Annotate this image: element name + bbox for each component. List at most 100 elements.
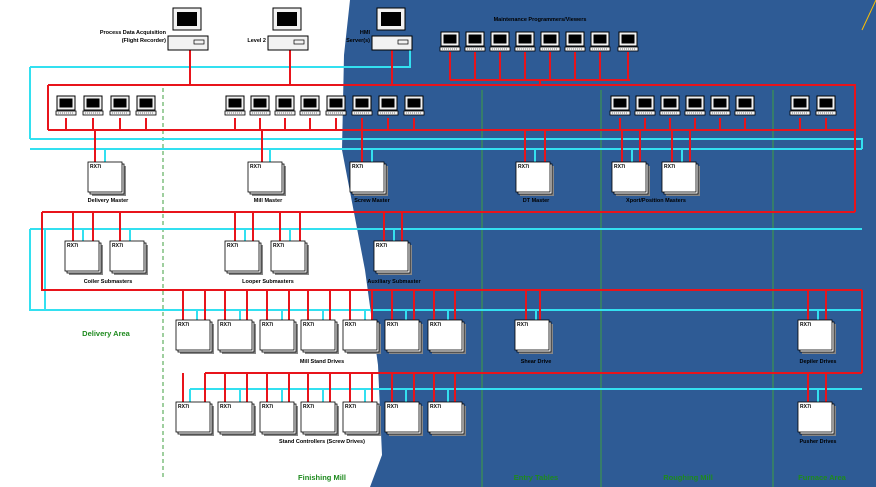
monitor-icon — [789, 95, 811, 116]
depiler-drives-label: Depiler Drives — [800, 359, 837, 365]
controller-tag: RX7i — [430, 404, 442, 410]
controller-tag: RX7i — [303, 322, 315, 328]
controller-tag: RX7i — [273, 243, 285, 249]
rx7i-controller: RX7i — [661, 161, 701, 197]
rx7i-controller: RX7i — [797, 319, 837, 355]
controller-tag: RX7i — [517, 322, 529, 328]
rx7i-controller: RX7i — [342, 319, 382, 355]
rx7i-controller: RX7i — [87, 161, 127, 197]
red-network — [41, 48, 863, 402]
monitor-icon — [351, 95, 373, 116]
rx7i-controller: RX7i — [514, 319, 554, 355]
rx7i-controller: RX7i — [217, 401, 257, 437]
controller-tag: RX7i — [112, 243, 124, 249]
maintenance-label: Maintenance Programmers/Viewers — [494, 17, 587, 23]
controller-tag: RX7i — [227, 243, 239, 249]
controller-tag: RX7i — [352, 164, 364, 170]
dt-master-label: DT Master — [523, 198, 550, 204]
finishing-mill-label: Finishing Mill — [298, 473, 346, 482]
monitor-icon — [684, 95, 706, 116]
monitor-icon — [135, 95, 157, 116]
monitor-icon — [224, 95, 246, 116]
monitor-icon — [274, 95, 296, 116]
rx7i-controller: RX7i — [342, 401, 382, 437]
rx7i-controller: RX7i — [373, 240, 413, 276]
level2-label: Level 2 — [247, 38, 266, 44]
pda-label-line1: Process Data Acquisition — [100, 30, 167, 36]
screw-master-label: Screw Master — [354, 198, 390, 204]
diagonal-accent-line — [861, 0, 876, 31]
rx7i-controller: RX7i — [427, 319, 467, 355]
monitor-icon — [249, 95, 271, 116]
monitor-icon — [589, 31, 611, 52]
rx7i-controller: RX7i — [64, 240, 104, 276]
monitor-icon — [634, 95, 656, 116]
controller-tag: RX7i — [262, 404, 274, 410]
rx7i-controller: RX7i — [259, 319, 299, 355]
controller-tag: RX7i — [387, 322, 399, 328]
controller-tag: RX7i — [800, 322, 812, 328]
monitor-icon — [464, 31, 486, 52]
mill-master-label: Mill Master — [254, 198, 283, 204]
rx7i-controller: RX7i — [175, 401, 215, 437]
rx7i-controller: RX7i — [217, 319, 257, 355]
pda-label-line2: (Flight Recorder) — [122, 38, 166, 44]
controller-tag: RX7i — [430, 322, 442, 328]
controller-tag: RX7i — [800, 404, 812, 410]
monitor-icon — [609, 95, 631, 116]
monitor-icon — [617, 31, 639, 52]
area-dividers — [162, 88, 774, 487]
rx7i-controller: RX7i — [427, 401, 467, 437]
rx7i-controller: RX7i — [270, 240, 310, 276]
rx7i-controller: RX7i — [109, 240, 149, 276]
monitor-icon — [109, 95, 131, 116]
area-labels: Delivery Area Finishing Mill Entry Table… — [82, 329, 846, 482]
controller-tag: RX7i — [387, 404, 399, 410]
monitor-icon — [82, 95, 104, 116]
rx7i-controller: RX7i — [384, 401, 424, 437]
monitor-icon — [325, 95, 347, 116]
looper-submasters-label: Looper Submasters — [242, 279, 294, 285]
rx7i-controller: RX7i — [515, 161, 555, 197]
rx7i-controller: RX7i — [247, 161, 287, 197]
controller-tag: RX7i — [178, 404, 190, 410]
rx7i-controller: RX7i — [224, 240, 264, 276]
delivery-area-label: Delivery Area — [82, 329, 130, 338]
controller-tag: RX7i — [220, 322, 232, 328]
monitor-icon — [439, 31, 461, 52]
controller-tag: RX7i — [67, 243, 79, 249]
monitor-icon — [659, 95, 681, 116]
mill-stand-drives-label: Mill Stand Drives — [300, 359, 344, 365]
shear-drive-label: Shear Drive — [521, 359, 552, 365]
rx7i-controller: RX7i — [300, 319, 340, 355]
controller-tag: RX7i — [376, 243, 388, 249]
controller-tag: RX7i — [614, 164, 626, 170]
monitor-icon — [815, 95, 837, 116]
controller-tag: RX7i — [220, 404, 232, 410]
rx7i-controller: RX7i — [259, 401, 299, 437]
coiler-submasters-label: Coiler Submasters — [84, 279, 133, 285]
controller-tag: RX7i — [250, 164, 262, 170]
controller-tag: RX7i — [178, 322, 190, 328]
monitor-icon — [564, 31, 586, 52]
background-blue-region — [342, 0, 876, 487]
cyan-network — [29, 48, 863, 402]
rx7i-controller: RX7i — [797, 401, 837, 437]
workstation-level2 — [267, 7, 309, 51]
monitor-icon — [539, 31, 561, 52]
monitor-icon — [299, 95, 321, 116]
workstation-pda — [167, 7, 209, 51]
hmi-label-line2: Server(s) — [346, 38, 370, 44]
xport-masters-label: Xport/Position Masters — [626, 198, 686, 204]
monitor-icon — [489, 31, 511, 52]
rx7i-controller: RX7i — [611, 161, 651, 197]
controller-tag: RX7i — [262, 322, 274, 328]
workstation-hmi-server — [371, 7, 413, 51]
controller-tag: RX7i — [345, 404, 357, 410]
rx7i-controller: RX7i — [384, 319, 424, 355]
roughing-mill-label: Roughing Mill — [663, 473, 713, 482]
monitor-icon — [55, 95, 77, 116]
hmi-label-line1: HMI — [360, 30, 371, 36]
